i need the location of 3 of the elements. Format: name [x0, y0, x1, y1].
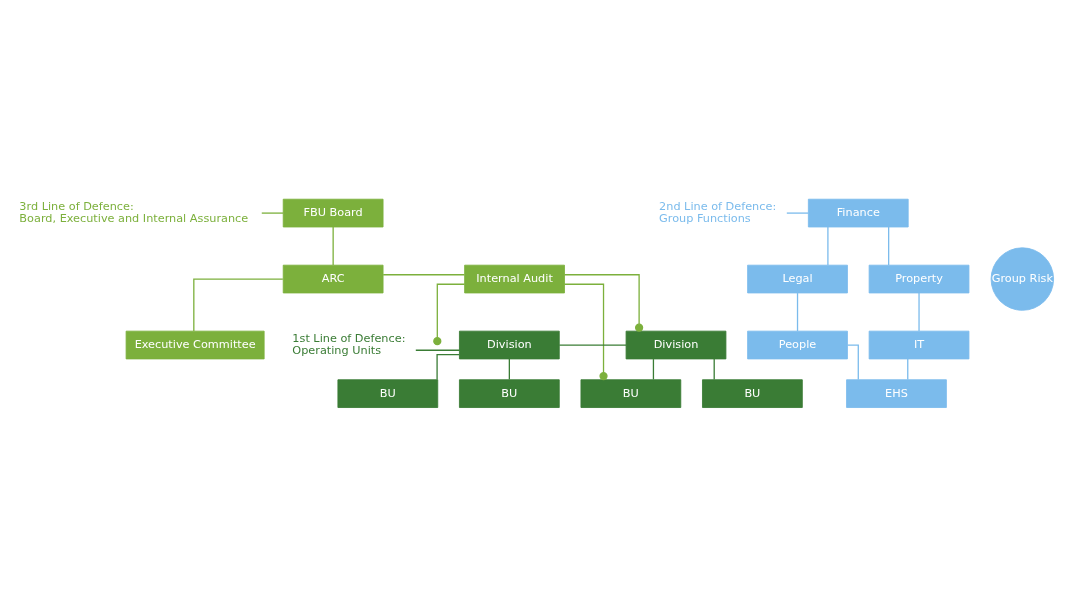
node-text: 1st Line of Defence: Operating Units [292, 331, 406, 357]
node-text: 2nd Line of Defence: Group Functions [659, 199, 777, 225]
node-text: 3rd Line of Defence: Board, Executive and Internal Assurance [19, 199, 249, 225]
